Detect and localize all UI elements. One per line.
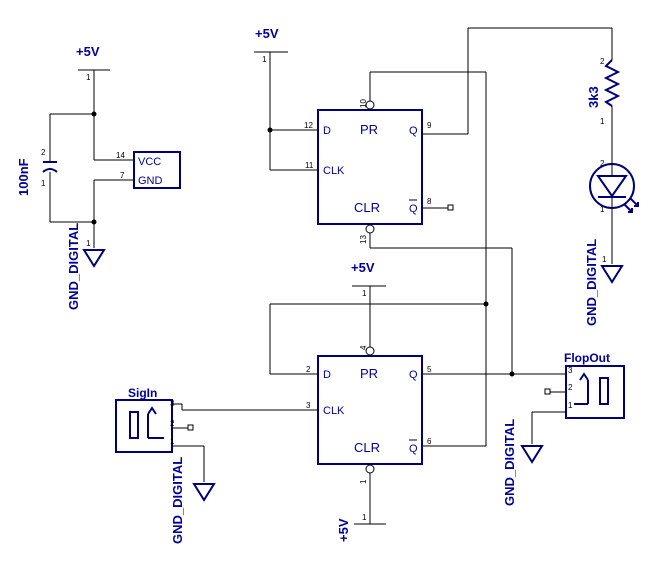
- pin-number: 8: [427, 197, 432, 206]
- led: 2 1: [589, 159, 639, 264]
- flopout-label: FlopOut: [564, 351, 610, 365]
- ground-symbol-flopout: GND_DIGITAL: [502, 419, 544, 506]
- pin-number: 6: [427, 437, 432, 446]
- vcc-label: +5V: [76, 44, 100, 59]
- ff1-d-label: D: [323, 125, 331, 137]
- ground-symbol-sigin: GND_DIGITAL: [170, 457, 216, 544]
- pin-number: 1: [362, 289, 367, 298]
- pin-number: 1: [41, 179, 46, 188]
- ff2-qbar-label: Q: [409, 443, 418, 455]
- capacitor-value: 100nF: [16, 158, 31, 196]
- ff1-pr-label: PR: [360, 122, 378, 137]
- pin-number: 2: [170, 419, 175, 428]
- flipflop-1: D CLK PR Q CLR Q 12 11 10 9 8 13: [304, 99, 432, 244]
- gnd-label: GND_DIGITAL: [502, 419, 517, 506]
- pin-number: 1: [568, 401, 573, 410]
- pin-number: 14: [116, 151, 125, 160]
- connector-flopout: FlopOut 3 2 1: [564, 351, 625, 419]
- no-connect-marker: [447, 204, 454, 211]
- vcc-label: +5V: [351, 260, 375, 275]
- gnd-label: GND_DIGITAL: [584, 239, 599, 326]
- gnd-label: GND_DIGITAL: [170, 457, 185, 544]
- vcc-power-symbol-left: +5V 1: [76, 44, 110, 114]
- pin-number: 2: [568, 383, 573, 392]
- vcc-power-symbol-top: +5V 1: [254, 26, 288, 130]
- vcc-power-symbol-bottom: 1 +5V: [336, 513, 386, 542]
- ff2-pr-label: PR: [360, 366, 378, 381]
- no-connect-marker: [187, 424, 194, 431]
- pin-number: 1: [362, 513, 367, 522]
- pin-number: 1: [600, 117, 605, 126]
- ff1-clr-label: CLR: [354, 200, 380, 215]
- pin-number: 13: [359, 235, 368, 244]
- vcc-label: +5V: [255, 26, 279, 41]
- ic-power-block: VCC GND 14 7: [116, 151, 181, 189]
- no-connect-marker: [544, 388, 551, 395]
- gnd-label: GND_DIGITAL: [66, 223, 81, 310]
- pin-number: 2: [600, 57, 605, 66]
- pin-number: 10: [359, 99, 368, 108]
- ground-symbol-led: 1 GND_DIGITAL: [584, 239, 624, 326]
- resistor-3k3: 2 1 3k3: [586, 57, 621, 160]
- decoupling-capacitor: 2 1 100nF: [16, 148, 58, 222]
- pin-number: 2: [600, 159, 605, 168]
- pin-number: 1: [86, 239, 91, 248]
- ff1-clk-label: CLK: [323, 165, 345, 177]
- ff1-q-label: Q: [409, 125, 418, 137]
- connector-sigin: SigIn 3 2 1: [115, 386, 175, 453]
- pin-number: 2: [41, 148, 46, 157]
- vcc-label: +5V: [336, 518, 351, 542]
- vcc-pin-label: VCC: [138, 156, 161, 168]
- pin-number: 5: [427, 365, 432, 374]
- flipflop-2: D CLK PR Q CLR Q 2 3 4 5 6 1: [306, 345, 432, 484]
- pin-number: 1: [359, 479, 368, 484]
- pin-number: 9: [427, 121, 432, 130]
- ff2-q-label: Q: [409, 369, 418, 381]
- pin-number: 11: [305, 161, 314, 170]
- pin-number: 1: [602, 255, 607, 264]
- sigin-label: SigIn: [128, 386, 157, 400]
- ff2-clk-label: CLK: [323, 405, 345, 417]
- ff1-qbar-label: Q: [409, 203, 418, 215]
- ff2-d-label: D: [323, 369, 331, 381]
- pin-number: 1: [170, 437, 175, 446]
- pin-number: 7: [120, 171, 125, 180]
- gnd-pin-label: GND: [138, 175, 163, 187]
- pin-number: 1: [262, 55, 267, 64]
- pin-number: 1: [86, 73, 91, 82]
- resistor-value: 3k3: [586, 86, 601, 108]
- pin-number: 3: [306, 401, 311, 410]
- pin-number: 12: [304, 121, 313, 130]
- ff2-clr-label: CLR: [354, 440, 380, 455]
- ground-symbol-left: 1 GND_DIGITAL: [66, 223, 106, 310]
- vcc-power-symbol-mid: +5V 1: [351, 260, 386, 342]
- pin-number: 1: [600, 205, 605, 214]
- pin-number: 2: [306, 365, 311, 374]
- pin-number: 3: [568, 366, 573, 375]
- pin-number: 4: [359, 345, 368, 350]
